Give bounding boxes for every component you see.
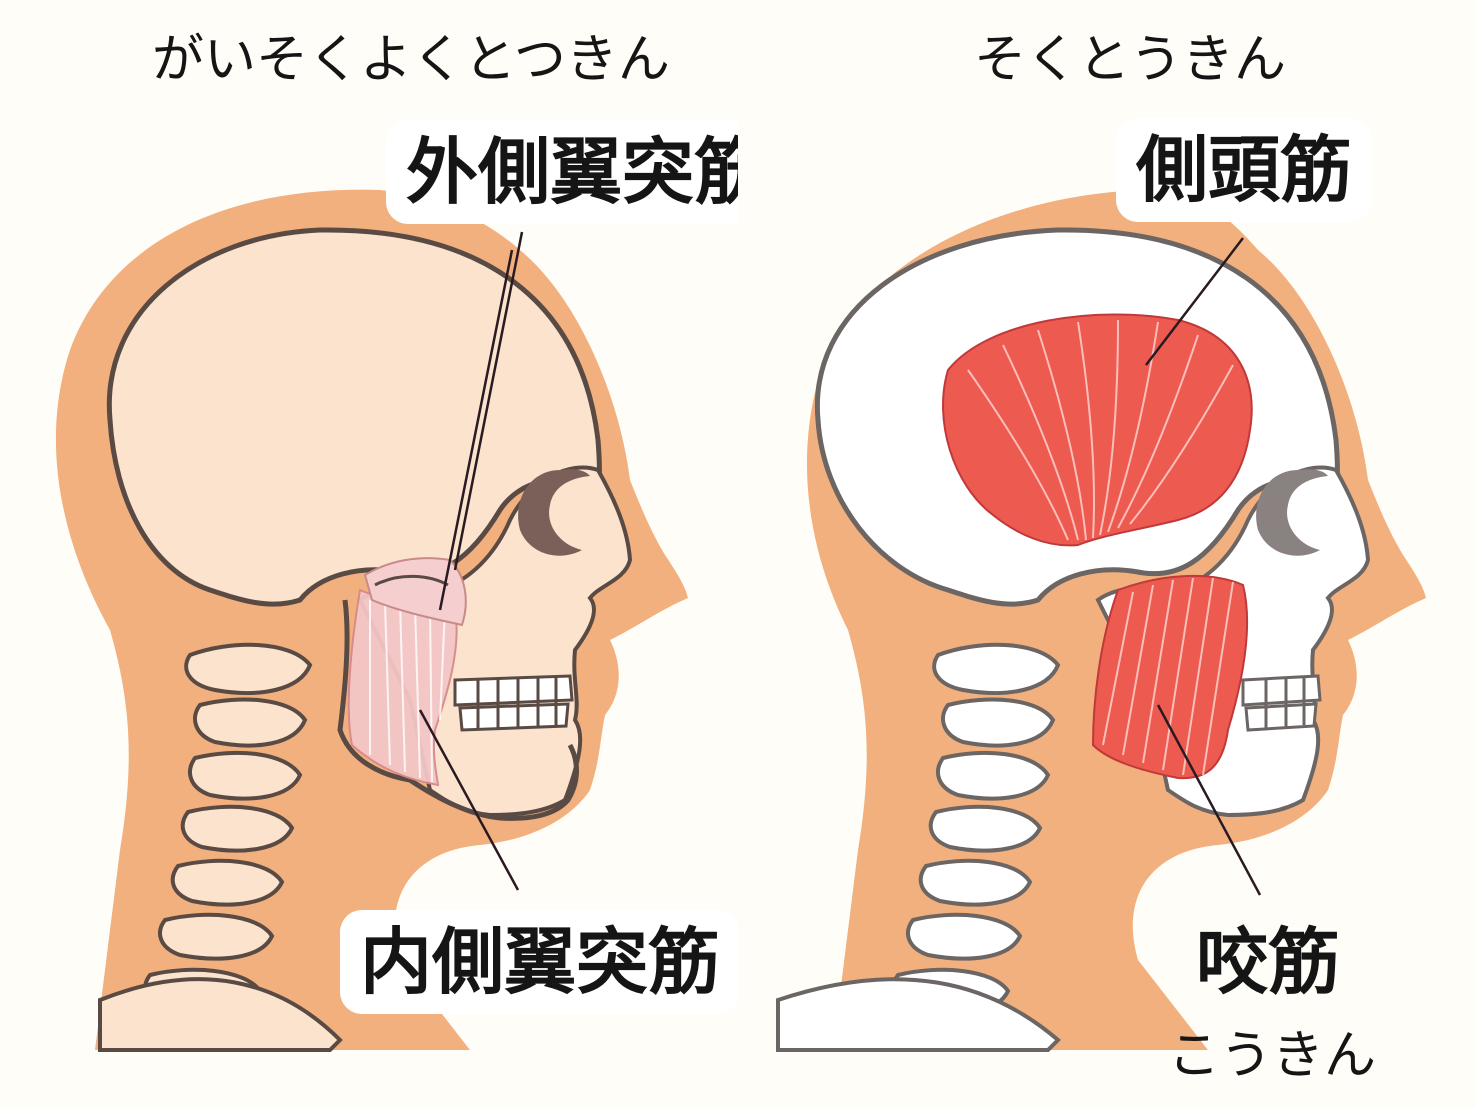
- lateral-pterygoid-label: 外側翼突筋: [386, 120, 738, 224]
- cervical-spine: [891, 642, 1061, 1016]
- mandible: [337, 599, 579, 821]
- temporalis-muscle: [942, 313, 1253, 547]
- head-illustration-masseter: [776, 189, 1426, 1052]
- teeth: [1241, 674, 1322, 732]
- teeth: [453, 674, 574, 732]
- temporalis-reading: そくとうきん: [974, 30, 1287, 90]
- head-illustration-pterygoid: [55, 189, 688, 1052]
- masseter-muscle: [1091, 574, 1248, 780]
- temporalis-masseter-panel: そくとうきん 側頭筋 咬筋 こうきん: [738, 0, 1476, 1108]
- leader-lines: [1145, 237, 1262, 896]
- eye-socket: [1256, 469, 1328, 556]
- ribs: [98, 977, 343, 1052]
- ribs: [776, 977, 1061, 1052]
- lateral-pterygoid-detail: [374, 574, 449, 587]
- temporalis-fibers: [967, 319, 1234, 541]
- pterygoid-panel: がいそくよくとつきん 外側翼突筋 内側翼突筋: [55, 30, 738, 1052]
- medial-pterygoid-fibers: [369, 600, 446, 783]
- leader-lines: [418, 231, 524, 891]
- masseter-label: 咬筋: [1196, 920, 1341, 1004]
- medial-pterygoid-label: 内側翼突筋: [340, 910, 738, 1014]
- pterygoid-reading: がいそくよくとつきん: [152, 30, 670, 90]
- masseter-fibers: [1102, 577, 1234, 776]
- masseter-reading: こうきん: [1168, 1026, 1377, 1086]
- temporalis-label: 側頭筋: [1116, 118, 1373, 222]
- eye-socket: [518, 469, 590, 556]
